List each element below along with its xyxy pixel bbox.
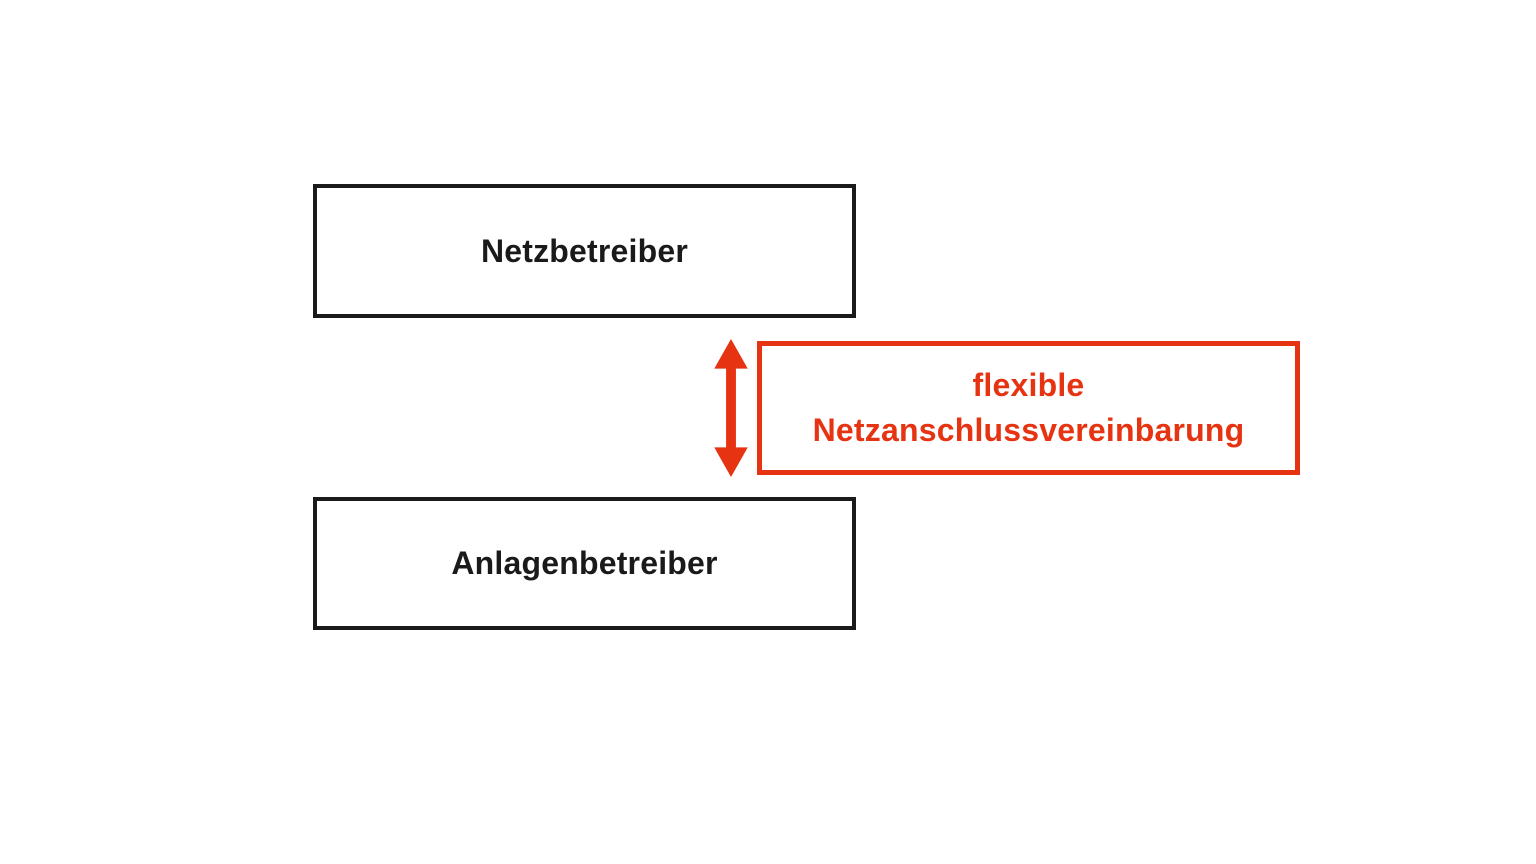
flexible-netzanschlussvereinbarung-box: flexible Netzanschlussvereinbarung bbox=[757, 341, 1300, 475]
double-arrow-icon bbox=[709, 339, 753, 477]
agreement-label-line1: flexible bbox=[972, 367, 1085, 404]
anlagenbetreiber-label: Anlagenbetreiber bbox=[451, 545, 718, 582]
netzbetreiber-label: Netzbetreiber bbox=[480, 232, 689, 269]
netzbetreiber-box: Netzbetreiber bbox=[313, 184, 856, 318]
agreement-label-line2: Netzanschlussvereinbarung bbox=[812, 412, 1245, 448]
anlagenbetreiber-box: Anlagenbetreiber bbox=[313, 497, 856, 630]
agreement-label: flexible Netzanschlussvereinbarung bbox=[813, 363, 1245, 453]
